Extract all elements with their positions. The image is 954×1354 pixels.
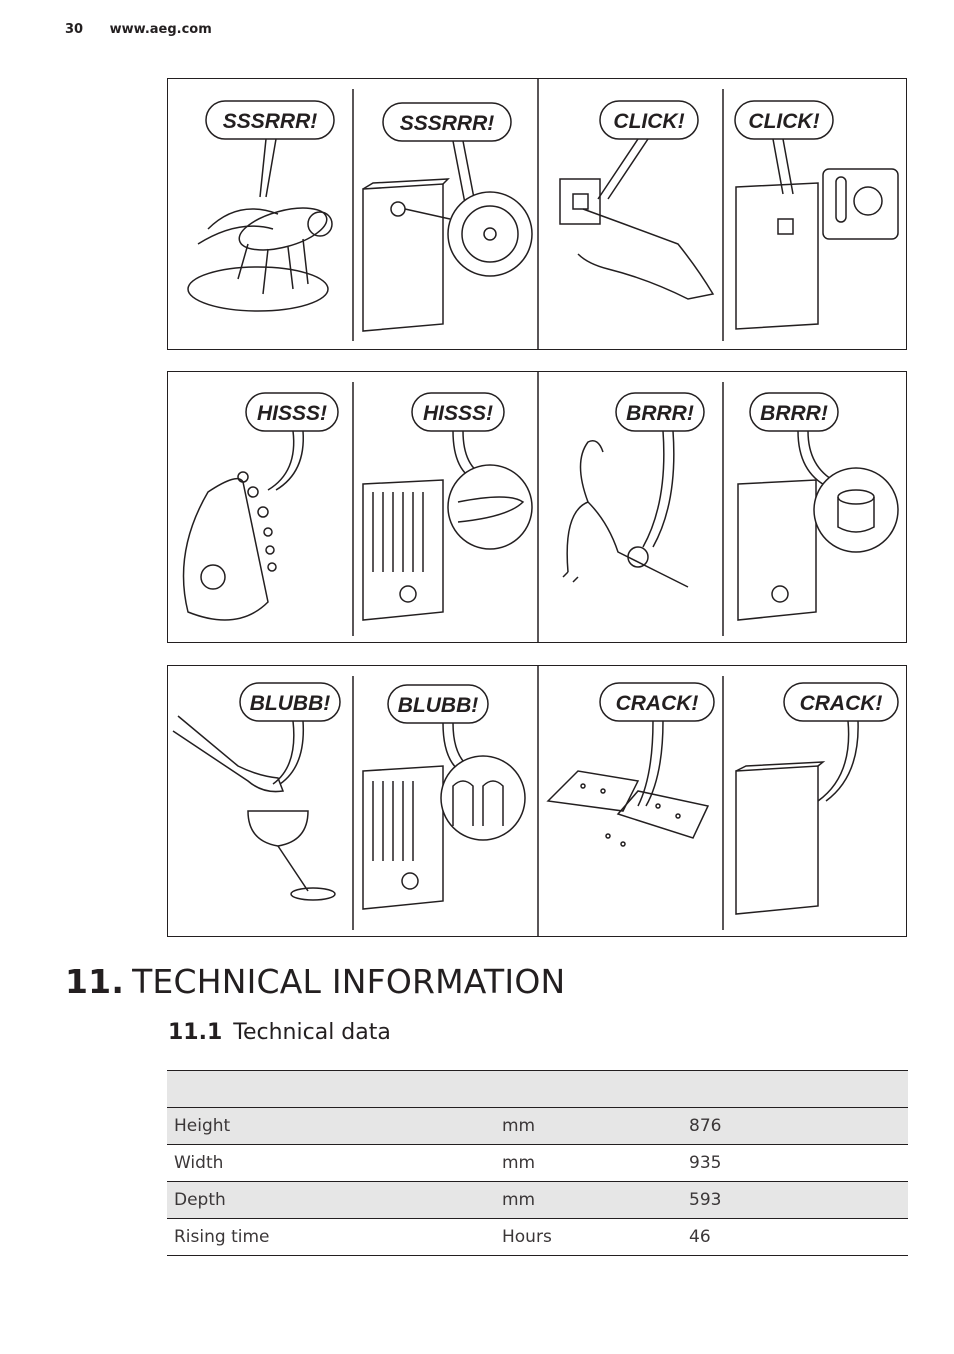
row-label: Rising time (167, 1218, 495, 1256)
speech-bubble-7: BRRR! (615, 392, 705, 548)
bubble-text: HISSS! (423, 402, 493, 425)
technical-data-table: Height mm 876 Width mm 935 Depth mm 593 … (167, 1070, 908, 1256)
row-label: Height (167, 1107, 495, 1145)
bubble-text: SSSRRR! (400, 112, 495, 135)
bubble-text: BRRR! (760, 402, 828, 425)
speech-bubble-3: CLICK! (597, 100, 699, 200)
bubble-text: SSSRRR! (223, 110, 318, 133)
row-value: 876 (682, 1107, 908, 1145)
row-value: 935 (682, 1144, 908, 1182)
speech-bubble-8: BRRR! (749, 392, 839, 488)
row-value: 46 (682, 1218, 908, 1256)
wine-pour-icon (172, 715, 336, 901)
speech-bubble-1: SSSRRR! (205, 100, 335, 198)
fridge-fan-icon (362, 178, 533, 332)
fridge-coil-icon (362, 464, 533, 621)
website-url: www.aeg.com (109, 22, 212, 37)
speech-bubble-6: HISSS! (411, 392, 505, 483)
bubble-text: BLUBB! (398, 694, 478, 717)
fly-icon (187, 207, 333, 312)
bubble-text: CRACK! (616, 692, 699, 715)
table-header-row (167, 1070, 908, 1108)
table-row: Width mm 935 (167, 1144, 908, 1182)
row-unit: Hours (495, 1218, 682, 1256)
row-value: 593 (682, 1181, 908, 1219)
table-row: Rising time Hours 46 (167, 1218, 908, 1256)
noise-illustration-panel-1: SSSRRR! SSSRRR! CLICK! CLICK! (167, 78, 907, 350)
bubble-text: CRACK! (800, 692, 883, 715)
bubble-text: BRRR! (626, 402, 694, 425)
speech-bubble-5: HISSS! (245, 392, 339, 491)
row-label: Width (167, 1144, 495, 1182)
bubble-text: CLICK! (748, 110, 819, 133)
cracker-icon (546, 770, 710, 847)
page-number: 30 (65, 22, 84, 37)
subsection-heading: 11.1 Technical data (168, 1020, 391, 1045)
steam-iron-icon (182, 471, 277, 621)
fridge-pipes-icon (362, 755, 526, 910)
noise-illustration-panel-3: BLUBB! BLUBB! CRACK! CRACK! (167, 665, 907, 937)
page-header: 30 www.aeg.com (65, 22, 212, 37)
bubble-text: HISSS! (257, 402, 327, 425)
row-unit: mm (495, 1181, 682, 1219)
row-label: Depth (167, 1181, 495, 1219)
speech-bubble-4: CLICK! (734, 100, 834, 195)
hand-switch-icon (559, 178, 715, 300)
speech-bubble-12: CRACK! (783, 682, 899, 802)
section-heading: 11.TECHNICAL INFORMATION (65, 962, 566, 1001)
speech-bubble-10: BLUBB! (387, 684, 489, 777)
stretching-cat-icon (562, 440, 689, 588)
fridge-compressor-icon (737, 467, 899, 621)
speech-bubble-9: BLUBB! (239, 682, 341, 785)
table-row: Depth mm 593 (167, 1181, 908, 1219)
noise-illustration-panel-2: HISSS! HISSS! BRRR! BRRR! (167, 371, 907, 643)
table-row: Height mm 876 (167, 1107, 908, 1145)
row-unit: mm (495, 1107, 682, 1145)
speech-bubble-11: CRACK! (599, 682, 715, 807)
bubble-text: BLUBB! (250, 692, 330, 715)
fridge-thermostat-icon (735, 168, 899, 330)
bubble-text: CLICK! (613, 110, 684, 133)
row-unit: mm (495, 1144, 682, 1182)
fridge-icon (735, 761, 826, 915)
